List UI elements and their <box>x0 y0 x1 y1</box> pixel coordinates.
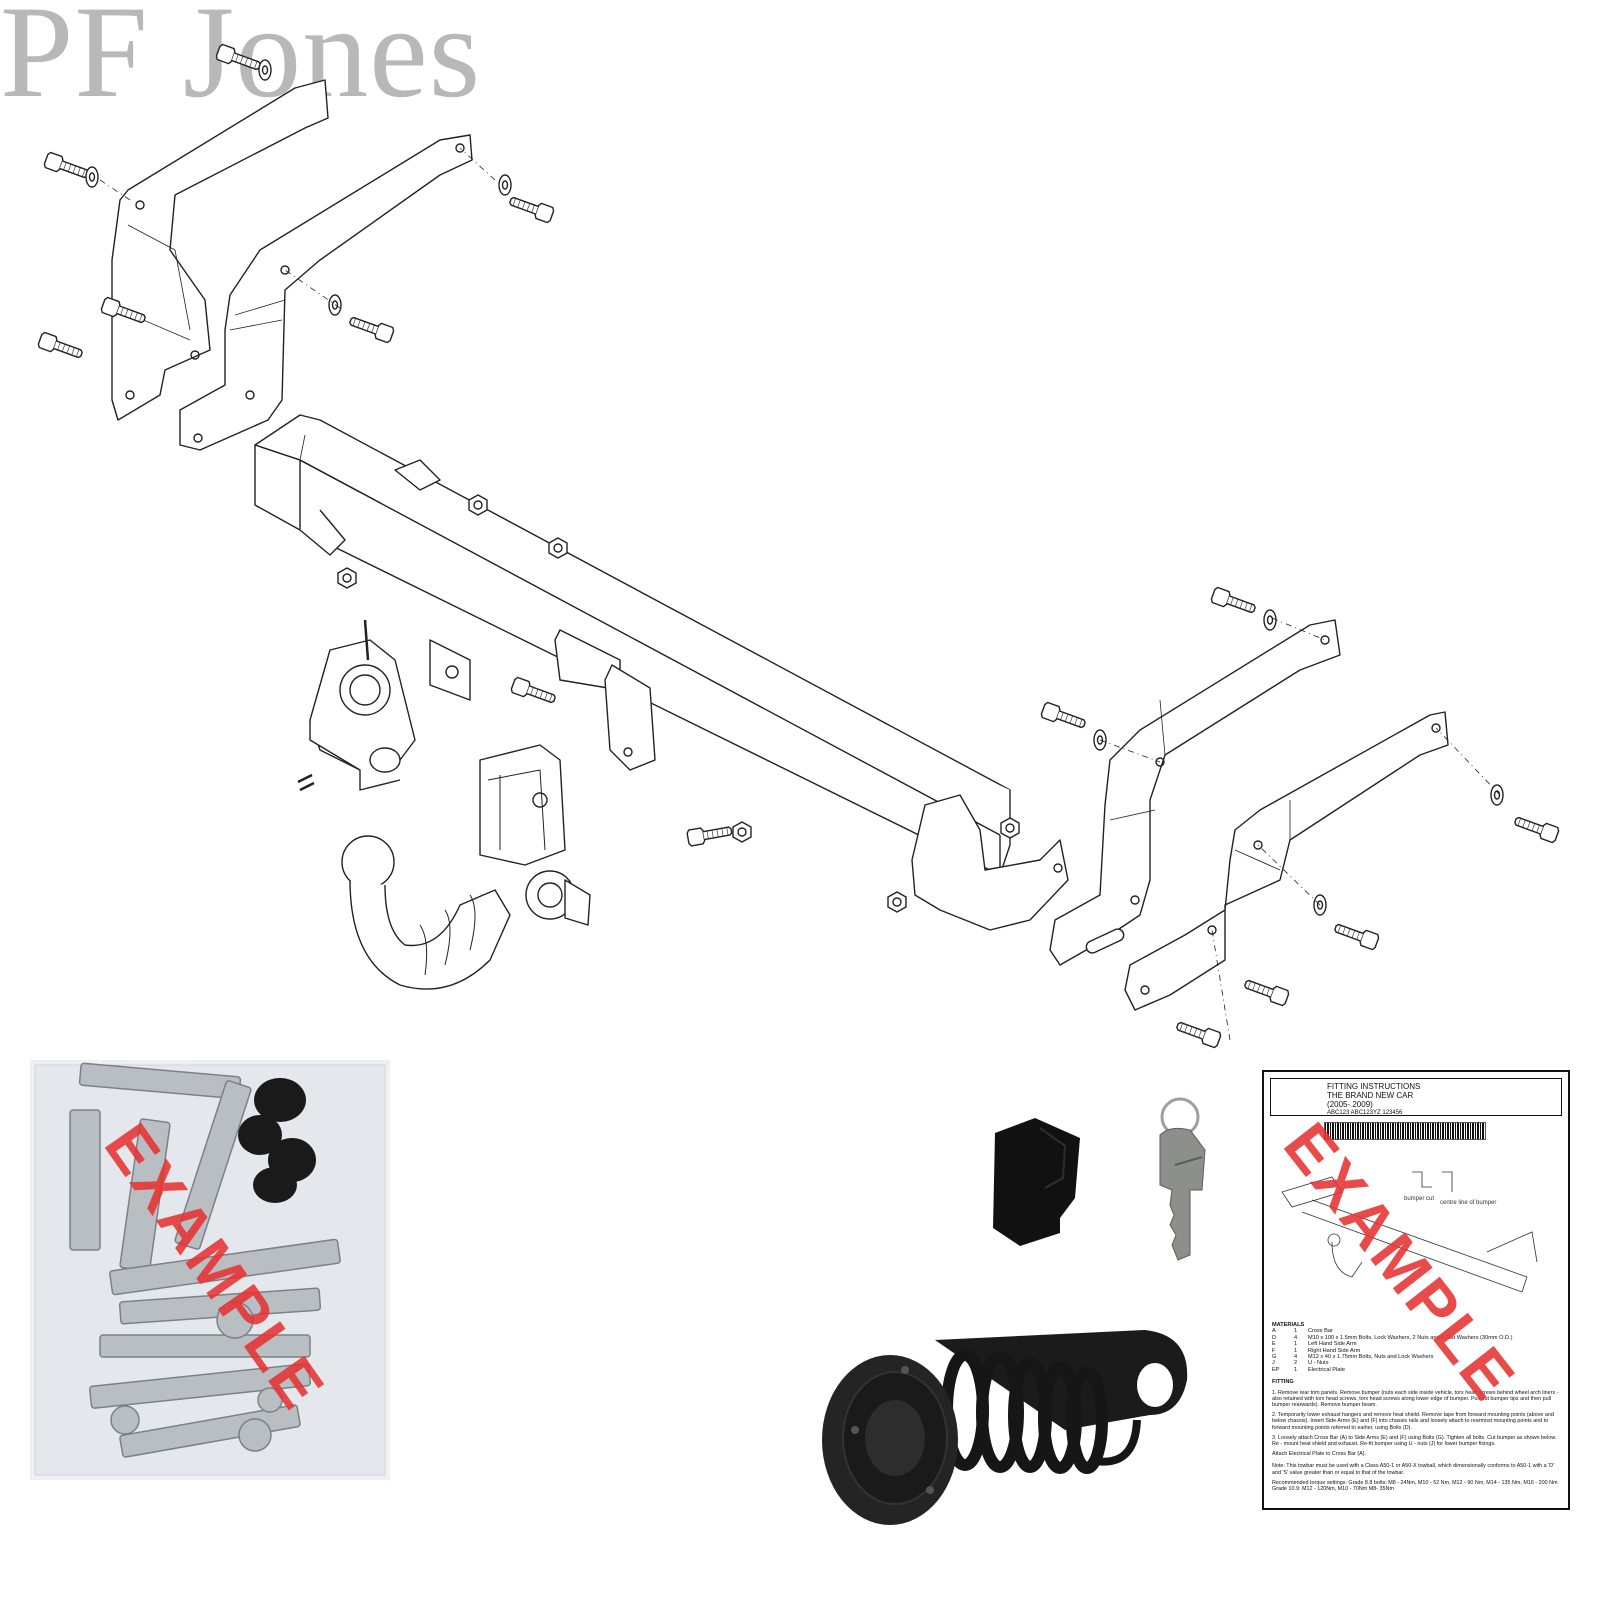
towbar-exploded-diagram <box>36 43 1561 1049</box>
electric-socket-photo <box>822 1330 1188 1525</box>
fitting-step: 1. Remove rear trim panels. Remove bumpe… <box>1272 1389 1559 1409</box>
rubber-grommet-photo <box>993 1118 1080 1246</box>
materials-heading: MATERIALS <box>1272 1322 1305 1328</box>
left-bracket-rear <box>111 79 329 421</box>
centre-line-label: centre line of bumper <box>1440 1200 1496 1206</box>
left-bracket-front <box>179 134 473 451</box>
right-bracket-front <box>1124 711 1449 1011</box>
manual-title: FITTING INSTRUCTIONS <box>1327 1082 1421 1091</box>
manual-years: (2005- 2009) <box>1327 1100 1373 1109</box>
manual-header: FITTING INSTRUCTIONS THE BRAND NEW CAR (… <box>1270 1078 1562 1116</box>
barcode <box>1324 1122 1486 1140</box>
tow-ball-neck <box>341 744 591 990</box>
manual-diagram: bumper cut centre line of bumper <box>1281 1171 1538 1293</box>
fitting-step: 2. Temporarily lower exhaust hangers and… <box>1272 1412 1554 1431</box>
manual-note: Note: This towbar must be used with a Cl… <box>1272 1463 1555 1476</box>
towbar-cross-bar <box>254 414 1069 931</box>
fitting-step: Attach Electrical Plate to Cross Bar (A)… <box>1272 1451 1367 1458</box>
locking-keys-photo <box>1159 1097 1206 1261</box>
bumper-cut-label: bumper cut <box>1404 1196 1434 1202</box>
fitting-instructions-manual: FITTING INSTRUCTIONS THE BRAND NEW CAR (… <box>1262 1070 1570 1510</box>
right-bracket-rear <box>1049 619 1341 966</box>
fitting-heading: FITTING <box>1272 1379 1294 1386</box>
fixings-bag-photo <box>30 1060 390 1480</box>
manual-part-numbers: ABC123 ABC123YZ 123456 <box>1327 1110 1403 1116</box>
fitting-step: 3. Loosely attach Cross Bar (A) to Side … <box>1272 1434 1557 1448</box>
socket-mounting-bracket <box>297 619 471 792</box>
torque-settings: Recommended torque settings: Grade 8.8 b… <box>1272 1479 1558 1493</box>
manual-vehicle: THE BRAND NEW CAR <box>1327 1091 1414 1100</box>
